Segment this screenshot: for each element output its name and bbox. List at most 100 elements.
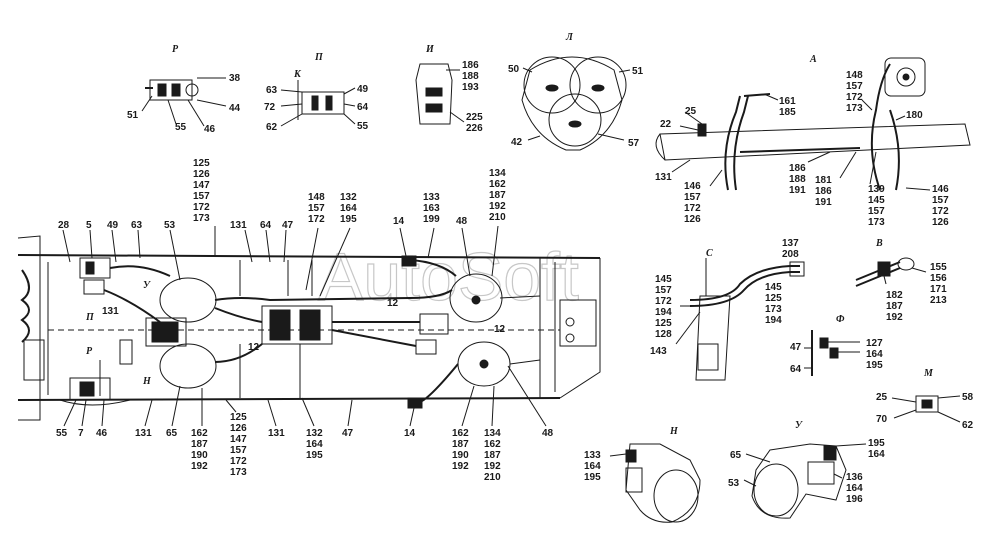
- callout-label: 64: [357, 102, 369, 113]
- callout-label: 12: [248, 342, 260, 353]
- callout-label: 28: [58, 220, 70, 231]
- callout-label: 51: [632, 66, 644, 77]
- view-title-f: Ф: [836, 314, 845, 325]
- callout-label: 131: [102, 306, 119, 317]
- view-title-k: К: [293, 69, 302, 80]
- callout-label: 47: [790, 342, 802, 353]
- callout-label: 47: [282, 220, 294, 231]
- view-title-i: И: [425, 44, 435, 55]
- callout-label: 64: [260, 220, 272, 231]
- callout-label: 38: [229, 73, 241, 84]
- callout-label: 143: [650, 346, 667, 357]
- callout-label: 47: [342, 428, 354, 439]
- callout-label: 7: [78, 428, 84, 439]
- callout-label: 48: [456, 216, 468, 227]
- callout-label: 25: [685, 106, 697, 117]
- view-title-a: А: [809, 54, 817, 65]
- view-title-l: Л: [565, 32, 574, 43]
- view-m-detail: М 25 58 70 62: [876, 368, 974, 431]
- view-title-n: Н: [669, 426, 679, 437]
- callout-label: 46: [96, 428, 108, 439]
- callout-label: 25: [876, 392, 888, 403]
- callout-label: 131: [655, 172, 672, 183]
- callout-label: 48: [542, 428, 554, 439]
- callout-label: 72: [264, 102, 276, 113]
- callout-label: 131: [230, 220, 247, 231]
- callout-label: 44: [229, 103, 241, 114]
- callout-label: 55: [56, 428, 68, 439]
- callout-label: 65: [730, 450, 742, 461]
- callout-label: 42: [511, 137, 523, 148]
- view-title-m: М: [923, 368, 934, 379]
- callout-label: 63: [131, 220, 143, 231]
- callout-label: 58: [962, 392, 974, 403]
- callout-label: 53: [728, 478, 740, 489]
- callout-label: 131: [268, 428, 285, 439]
- callout-label: 5: [86, 220, 92, 231]
- callout-label: 46: [204, 124, 216, 135]
- callout-label: 22: [660, 119, 672, 130]
- callout-label: 12: [494, 324, 506, 335]
- main-view-marker-u: У: [143, 280, 151, 291]
- callout-label: 53: [164, 220, 176, 231]
- callout-label: 180: [906, 110, 923, 121]
- callout-label: 131: [135, 428, 152, 439]
- callout-label: 51: [127, 110, 139, 121]
- callout-label: 49: [357, 84, 369, 95]
- callout-label: 70: [876, 414, 888, 425]
- callout-label: 64: [790, 364, 802, 375]
- callout-label: 50: [508, 64, 520, 75]
- main-view-marker-n: Н: [142, 376, 152, 387]
- main-view-labels: 28 5 49 63 53 131 64 47 14 48 12 12 12 У…: [58, 216, 506, 387]
- watermark: AutoSoft: [318, 239, 579, 315]
- callout-label: 14: [404, 428, 416, 439]
- main-chassis-view: [17, 235, 601, 421]
- callout-label: 49: [107, 220, 119, 231]
- view-title-s: С: [706, 248, 713, 259]
- view-title-v: В: [875, 238, 883, 249]
- view-l-detail: Л 50 51 42 57: [508, 32, 644, 151]
- view-r-detail: Р 38 44 46 55 51: [127, 44, 241, 135]
- main-view-marker-p: П: [85, 312, 95, 323]
- callout-label: 63: [266, 85, 278, 96]
- view-title-r: Р: [172, 44, 179, 55]
- callout-label: 65: [166, 428, 178, 439]
- callout-label: 55: [357, 121, 369, 132]
- main-view-marker-r: Р: [86, 346, 93, 357]
